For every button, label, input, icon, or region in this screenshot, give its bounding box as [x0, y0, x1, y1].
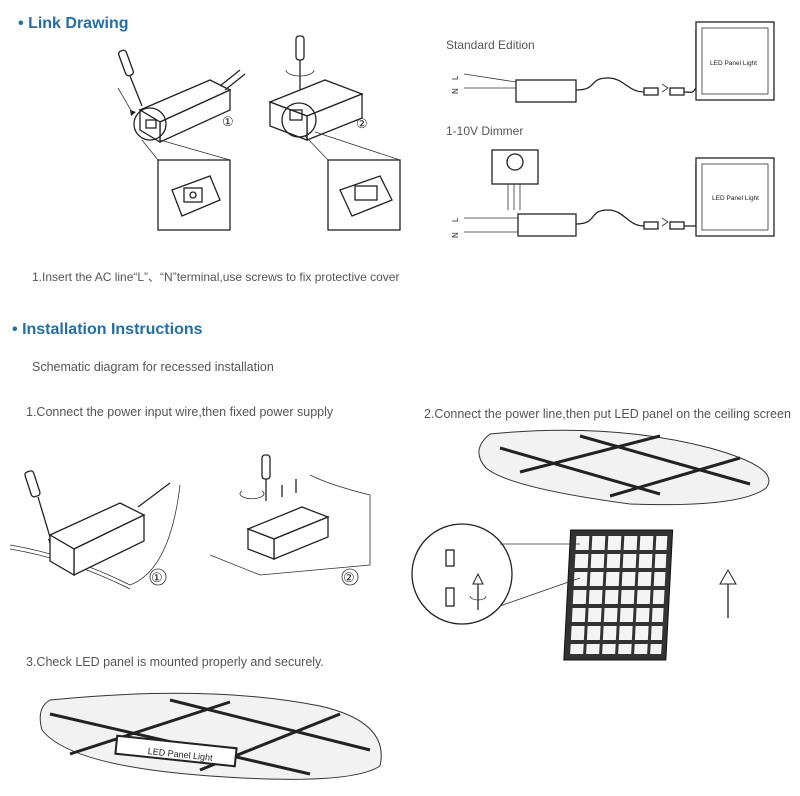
up-arrow-icon	[719, 568, 737, 585]
driver-box	[138, 69, 246, 144]
driver-cover-illustration: ① ②	[117, 35, 401, 231]
step-badge-2: ②	[356, 116, 368, 131]
line-label-l: L	[451, 75, 460, 80]
step1-illustration: ① ②	[9, 454, 371, 590]
connector-detail-circle	[411, 523, 513, 625]
led-panel-box	[695, 157, 775, 237]
led-panel-label: LED Panel Light	[710, 60, 757, 67]
standard-wiring-diagram: L N LED Panel Light	[451, 21, 775, 103]
installation-heading: • Installation Instructions	[12, 321, 203, 339]
ceiling-tile	[39, 692, 382, 780]
step2-text: 2.Connect the power line,then put LED pa…	[424, 407, 791, 421]
driver-box	[268, 79, 364, 141]
link-caption: 1.Insert the AC line“L”、“N”terminal,use …	[32, 270, 400, 284]
step3-text: 3.Check LED panel is mounted properly an…	[26, 655, 324, 669]
led-panel-label: LED Panel Light	[712, 195, 759, 202]
screwdriver-icon	[261, 454, 271, 480]
connector-icon	[643, 87, 659, 96]
line-label-l: L	[451, 217, 460, 222]
dimmer-switch	[491, 149, 539, 185]
dimmer-title: 1-10V Dimmer	[446, 124, 524, 138]
screwdriver-icon	[117, 49, 143, 107]
screwdriver-icon	[24, 470, 41, 498]
step-badge-2: ②	[343, 570, 355, 585]
dimmer-wiring-diagram: L N LED Panel Light	[451, 149, 775, 238]
link-drawing-heading: • Link Drawing	[18, 15, 129, 33]
heading-bullet: •	[12, 321, 18, 338]
driver-box	[517, 213, 577, 237]
line-label-n: N	[451, 88, 460, 94]
install-subtitle: Schematic diagram for recessed installat…	[32, 360, 274, 374]
heading-bullet: •	[18, 15, 24, 32]
driver-box	[515, 79, 577, 103]
heading-title: Installation Instructions	[22, 321, 203, 338]
step-badge-1: ①	[222, 114, 234, 129]
step2-illustration	[411, 429, 770, 661]
standard-edition-title: Standard Edition	[446, 38, 535, 52]
installed-panel	[114, 734, 238, 768]
heading-title: Link Drawing	[28, 15, 129, 32]
step3-illustration: LED Panel Light	[39, 692, 382, 780]
ceiling-tile	[478, 429, 770, 506]
step-badge-1: ①	[151, 570, 163, 585]
line-label-n: N	[451, 232, 460, 238]
led-panel-box	[695, 21, 775, 101]
step1-text: 1.Connect the power input wire,then fixe…	[26, 405, 334, 419]
screwdriver-icon	[295, 35, 305, 96]
